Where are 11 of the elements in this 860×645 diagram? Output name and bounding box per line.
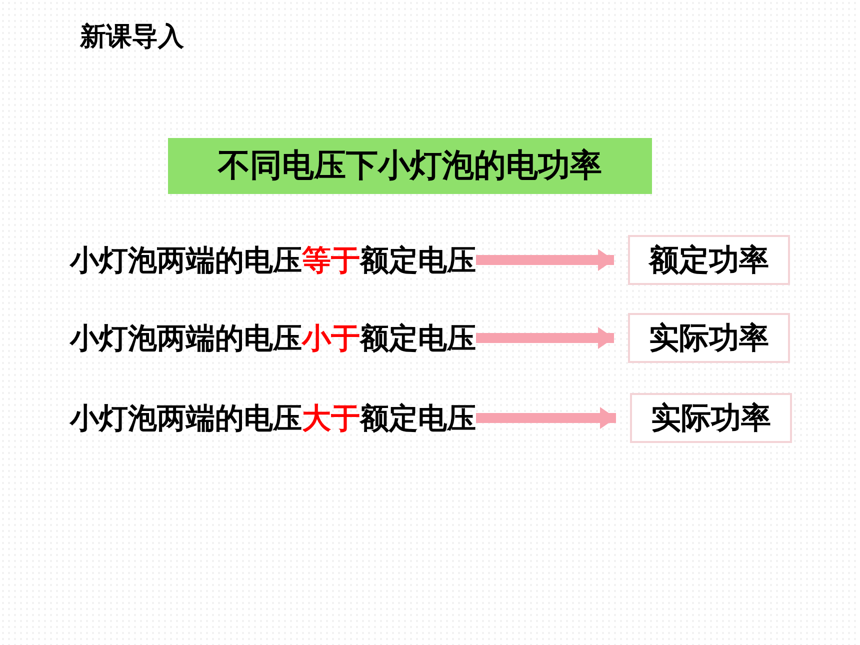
title-banner: 不同电压下小灯泡的电功率 xyxy=(168,138,652,194)
result-box: 额定功率 xyxy=(628,235,790,285)
condition-text: 小灯泡两端的电压等于额定电压 xyxy=(70,240,476,282)
heading: 新课导入 xyxy=(80,20,184,54)
block-arrow xyxy=(476,249,614,271)
result-box: 实际功率 xyxy=(628,313,790,363)
condition-text: 小灯泡两端的电压大于额定电压 xyxy=(70,398,476,440)
condition-text: 小灯泡两端的电压小于额定电压 xyxy=(70,318,476,360)
result-box: 实际功率 xyxy=(630,393,792,443)
block-arrow xyxy=(476,327,614,349)
block-arrow xyxy=(476,407,616,429)
